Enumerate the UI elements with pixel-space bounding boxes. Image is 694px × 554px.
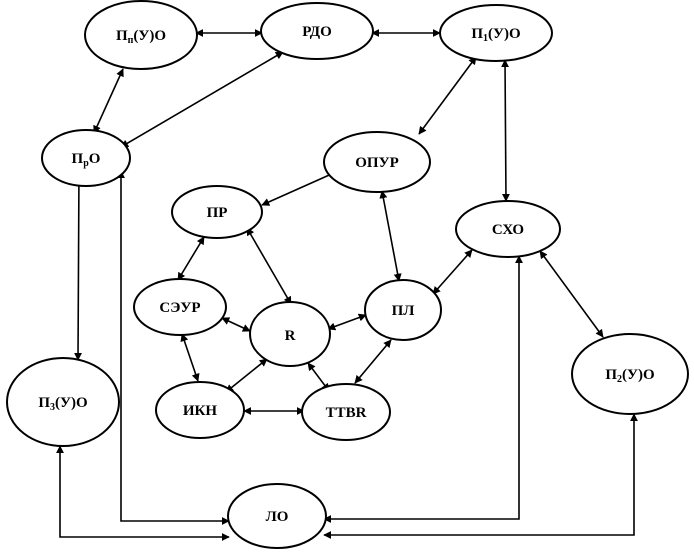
svg-text:ИКН: ИКН [183,403,218,419]
edge-seur-r [221,317,251,332]
edge-p2-lo [323,413,638,539]
svg-text:П3(У)О: П3(У)О [38,395,87,413]
svg-text:ЛО: ЛО [266,509,289,525]
node-pr-o: ПрО [41,129,131,187]
edge-pr-seur [177,236,205,281]
svg-text:ПР: ПР [207,205,228,221]
edge-r-pl [327,313,367,331]
node-pn: Пп(У)О [84,0,198,70]
edges [56,29,638,541]
node-pr: ПР [171,185,263,239]
svg-text:ПрО: ПрО [72,151,101,169]
svg-text:П1(У)О: П1(У)О [471,26,520,44]
edge-opur-pr [261,171,337,206]
edge-seur-ikn [180,333,200,382]
node-r: R [249,301,331,367]
svg-text:ОПУР: ОПУР [355,155,399,171]
edge-pn-pr-o [93,68,124,134]
svg-text:ПЛ: ПЛ [392,303,415,319]
node-pl: ПЛ [364,279,442,341]
edge-p1-opur [418,56,477,135]
svg-text:TTBR: TTBR [326,405,367,421]
node-sho: СХО [455,200,561,258]
edge-pl-sho [432,249,473,295]
svg-text:СХО: СХО [492,222,524,238]
svg-text:СЭУР: СЭУР [159,300,200,316]
edge-sho-p2 [539,250,604,338]
node-ttbr: TTBR [301,383,391,441]
edge-rdo-pr-o [120,51,284,148]
nodes: Пп(У)О РДО П1(У)О ПрО ОПУР [6,0,689,549]
node-seur: СЭУР [133,278,227,336]
node-opur: ОПУР [323,131,431,193]
edge-pr-r [246,227,292,305]
svg-text:R: R [285,328,296,344]
edge-pl-ttbr [354,339,392,384]
edge-opur-pl [379,190,402,282]
node-p1: П1(У)О [439,4,553,62]
edge-r-ikn [225,358,268,393]
svg-text:Пп(У)О: Пп(У)О [116,28,166,46]
edge-pro-p3 [74,166,83,361]
svg-text:РДО: РДО [302,24,332,40]
node-p3: П3(У)О [6,357,120,447]
edge-p3-lo [56,445,230,541]
edge-p1-sho [501,59,510,202]
svg-text:П2(У)О: П2(У)О [605,367,654,385]
node-ikn: ИКН [155,381,245,439]
node-lo: ЛО [227,483,327,549]
node-p2: П2(У)О [571,333,689,415]
node-rdo: РДО [260,2,374,60]
